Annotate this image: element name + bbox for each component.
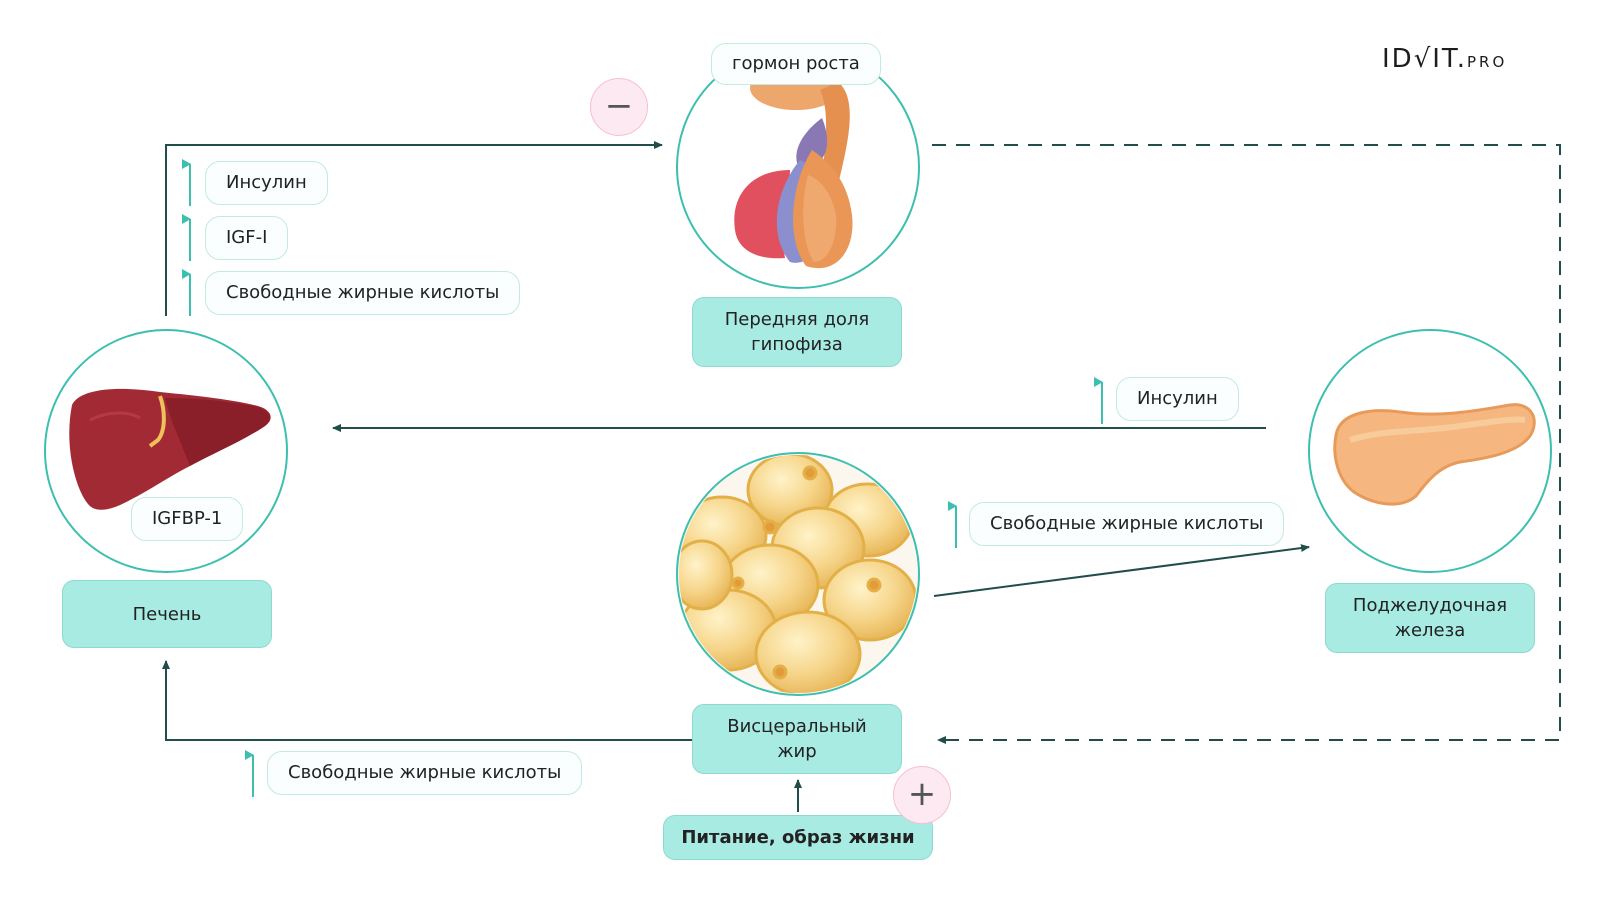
fat-to-liver-acids-pill: Свободные жирные кислоты [267,751,583,795]
pancreas-insulin-pill: Инсулин [1116,377,1239,421]
pancreas-label: Поджелудочная железа [1325,583,1535,653]
visceral-fat-label: Висцеральный жир [692,704,902,774]
fat-to-pancreas-arrow [933,544,1310,597]
fat-to-pancreas-acids-pill: Свободные жирные кислоты [969,502,1285,546]
idvit-logo: ID√IT.PRO [1382,44,1507,74]
igf-1-pill: IGF-I [205,216,289,260]
igfbp-1-pill: IGFBP-1 [131,497,244,541]
growth-hormone-pill: гормон роста [711,43,881,85]
fat-to-liver-arrow [162,660,692,741]
lifestyle-label: Питание, образ жизни [663,815,933,860]
plus-badge: + [893,766,951,824]
pituitary-label: Передняя доля гипофиза [692,297,902,367]
liver-to-pituitary-arrow [165,141,663,316]
fat-cells-illustration [676,452,920,696]
insulin-pill: Инсулин [205,161,328,205]
minus-badge: − [590,78,648,136]
liver-label: Печень [62,580,272,648]
dashed-feedback-arrow [932,144,1561,744]
pituitary-illustration [676,45,920,289]
free-fatty-acids-pill: Свободные жирные кислоты [205,271,521,315]
logo-main: ID√IT. [1382,44,1467,74]
pancreas-illustration [1308,329,1552,573]
logo-suffix: PRO [1467,53,1508,71]
